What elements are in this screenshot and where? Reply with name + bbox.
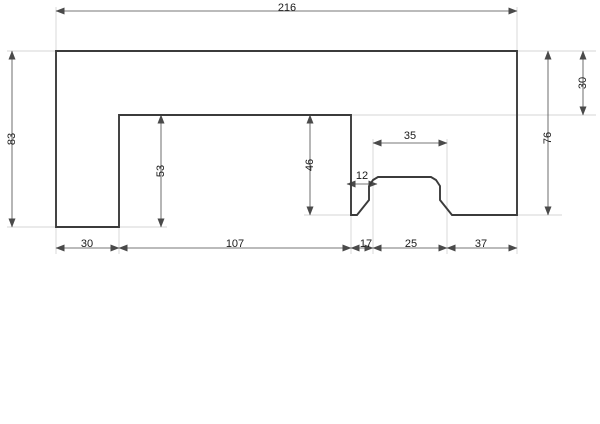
dim-46: 46 <box>304 159 316 171</box>
dim-12: 12 <box>356 170 368 182</box>
dim-35: 35 <box>404 130 416 142</box>
dim-107: 107 <box>226 238 244 250</box>
dim-30r: 30 <box>577 77 589 89</box>
dim-37: 37 <box>475 238 487 250</box>
dim-17: 17 <box>360 238 372 250</box>
dimension-lines <box>8 7 587 252</box>
dim-83: 83 <box>6 133 18 145</box>
dim-30b: 30 <box>81 238 93 250</box>
dimension-label-layer: 216 83 53 46 30 76 35 12 30 107 17 25 37 <box>6 2 589 250</box>
dim-25: 25 <box>405 238 417 250</box>
part-profile-outline <box>55 50 518 228</box>
dim-76: 76 <box>542 132 554 144</box>
dim-216: 216 <box>278 2 296 14</box>
dim-53: 53 <box>155 165 167 177</box>
extension-lines <box>7 7 596 254</box>
